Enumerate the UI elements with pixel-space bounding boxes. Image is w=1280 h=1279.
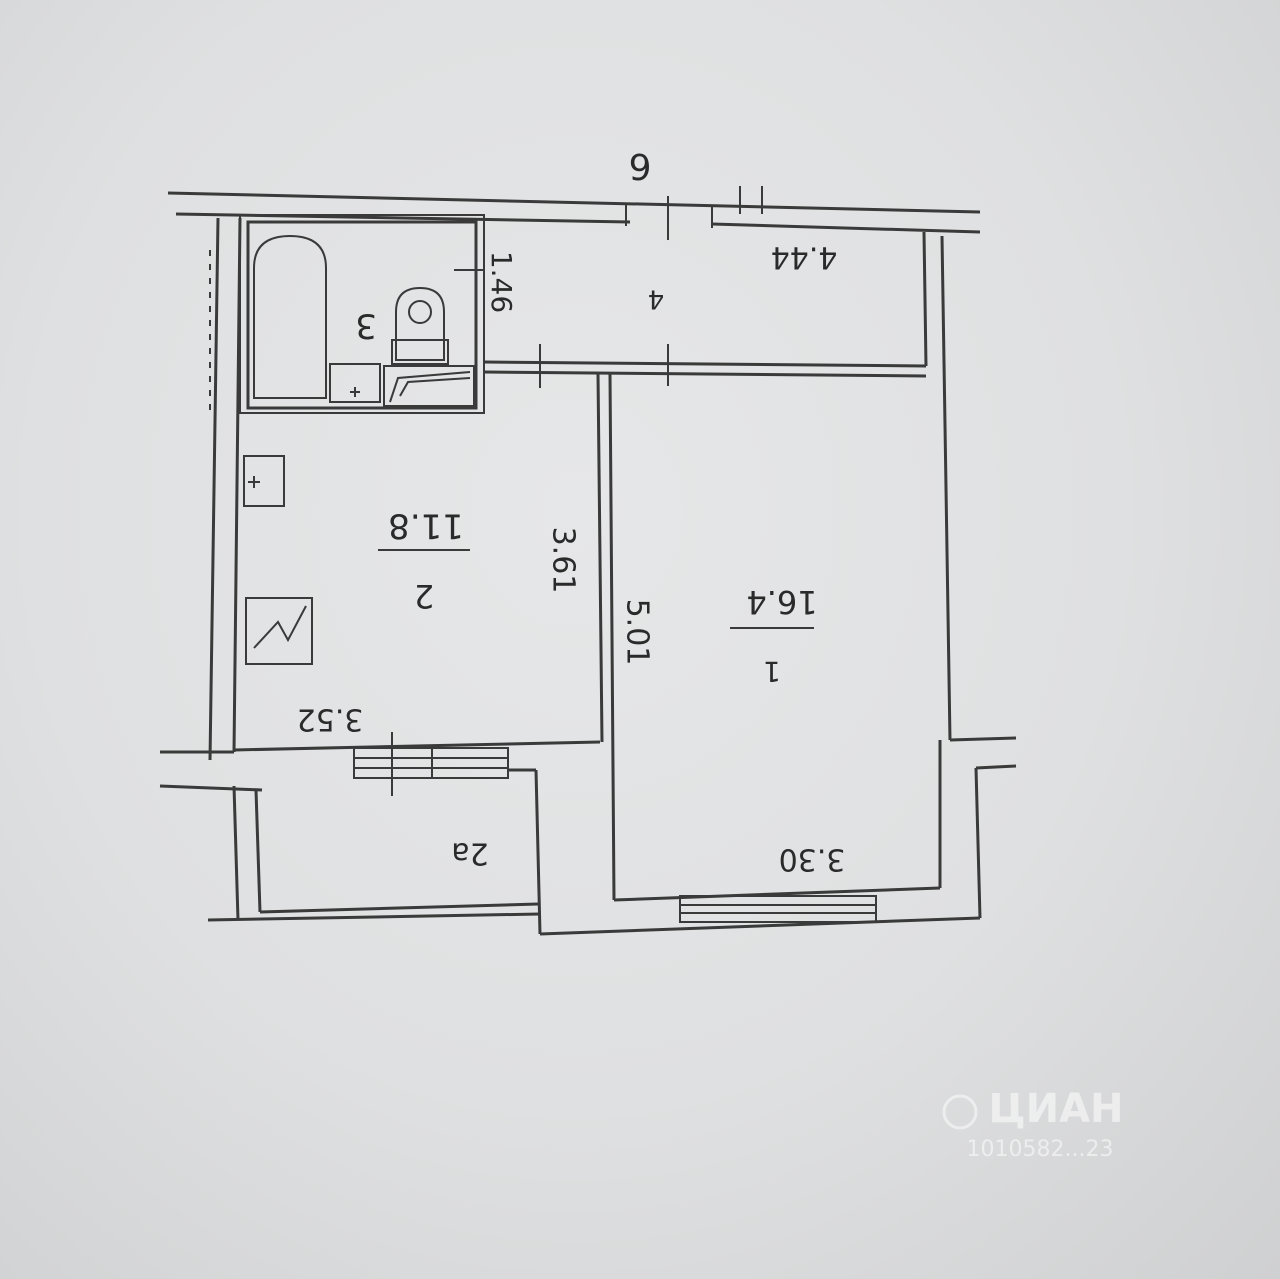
- watermark-brand: ЦИАН: [988, 1086, 1123, 1132]
- room-2-area: 11.8: [388, 506, 464, 546]
- watermark-code: 1010582...23: [967, 1137, 1114, 1162]
- room-depth-dimension: 5.01: [620, 599, 655, 666]
- room-1-number: 1: [763, 655, 781, 688]
- stove-icon: [245, 597, 313, 665]
- windows: [209, 250, 877, 923]
- kitchen-depth-dimension: 3.61: [546, 527, 581, 594]
- watermark: ЦИАН 1010582...23: [942, 1086, 1124, 1162]
- bath-width-dimension: 1.46: [485, 251, 518, 313]
- room-1-area: 16.4: [746, 583, 817, 621]
- area-underlines: [378, 549, 814, 629]
- room-2-number: 2: [414, 577, 434, 615]
- kitchen-width-dimension: 3.52: [297, 702, 364, 737]
- corridor-length-dimension: 4.44: [771, 240, 838, 275]
- openings: [454, 186, 763, 388]
- sink-icon: [329, 363, 381, 403]
- top-entry-dimension: 6: [629, 145, 652, 186]
- room-2a-number: 2а: [451, 836, 488, 871]
- fixtures: [243, 234, 475, 665]
- walls: [159, 191, 1017, 936]
- room-3-number: 3: [355, 306, 377, 346]
- room-width-dimension: 3.30: [779, 842, 846, 877]
- watermark-logo-icon: [942, 1094, 978, 1130]
- kitchen-sink-icon: [243, 455, 285, 507]
- room-4-number: 4: [648, 284, 665, 314]
- labels: 6 4.44 1.46 4 3 11.8 2 3.61 5.01 16.4 1 …: [297, 145, 846, 877]
- bathtub-icon: [253, 234, 327, 399]
- toilet-icon: [391, 286, 449, 365]
